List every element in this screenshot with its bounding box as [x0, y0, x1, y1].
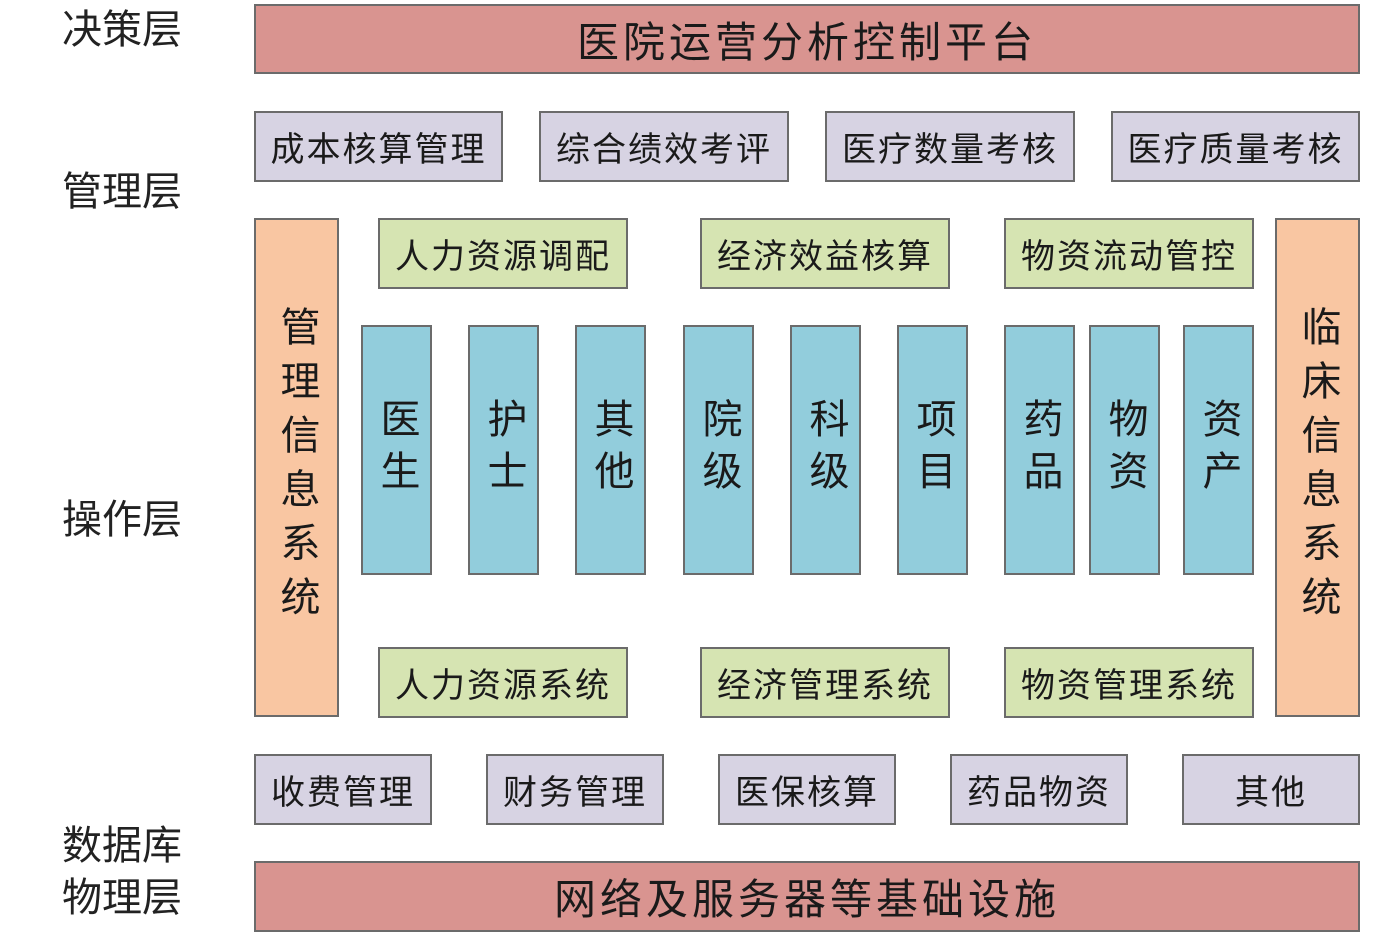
database-box-label: 药品物资 [967, 773, 1111, 813]
bottom-platform-box: 网络及服务器等基础设施 [254, 861, 1360, 932]
column-box: 其他 [575, 325, 646, 575]
bottom-green-box: 人力资源系统 [378, 647, 628, 718]
top-green-label: 经济效益核算 [717, 237, 933, 277]
column-box: 物资 [1089, 325, 1160, 575]
column-box: 院级 [683, 325, 754, 575]
management-box-label: 医疗数量考核 [842, 130, 1058, 170]
column-label: 资产 [1195, 398, 1242, 502]
database-box: 药品物资 [950, 754, 1128, 825]
database-box-label: 其他 [1235, 773, 1307, 813]
layer-label-physical: 物理层 [62, 875, 182, 921]
bottom-platform-label: 网络及服务器等基础设施 [553, 875, 1060, 924]
top-green-box: 经济效益核算 [700, 218, 950, 289]
column-box: 项目 [897, 325, 968, 575]
database-box-label: 收费管理 [271, 773, 415, 813]
column-label: 物资 [1101, 398, 1148, 502]
database-box: 收费管理 [254, 754, 432, 825]
database-box: 医保核算 [718, 754, 896, 825]
top-platform-box: 医院运营分析控制平台 [254, 4, 1360, 74]
column-label: 院级 [695, 398, 742, 502]
right-system-label: 临床信息系统 [1294, 305, 1341, 630]
column-label: 其他 [587, 398, 634, 502]
database-box: 其他 [1182, 754, 1360, 825]
column-box: 资产 [1183, 325, 1254, 575]
column-box: 药品 [1004, 325, 1075, 575]
right-system-box: 临床信息系统 [1275, 218, 1360, 717]
bottom-green-label: 经济管理系统 [717, 666, 933, 706]
layer-label-operation: 操作层 [62, 497, 182, 543]
column-label: 药品 [1016, 398, 1063, 502]
layer-label-management: 管理层 [62, 169, 182, 215]
column-box: 科级 [790, 325, 861, 575]
management-box: 成本核算管理 [254, 111, 503, 182]
bottom-green-label: 物资管理系统 [1021, 666, 1237, 706]
management-box-label: 医疗质量考核 [1127, 130, 1344, 170]
column-label: 科级 [802, 398, 849, 502]
bottom-green-box: 经济管理系统 [700, 647, 950, 718]
top-green-box: 物资流动管控 [1004, 218, 1254, 289]
management-box-label: 综合绩效考评 [556, 130, 772, 170]
top-green-label: 物资流动管控 [1021, 237, 1237, 277]
bottom-green-box: 物资管理系统 [1004, 647, 1254, 718]
left-system-label: 管理信息系统 [273, 305, 320, 630]
column-label: 护士 [480, 398, 527, 502]
management-box-label: 成本核算管理 [270, 130, 487, 170]
column-label: 医生 [373, 398, 420, 502]
database-box-label: 医保核算 [735, 773, 879, 813]
layer-label-decision: 决策层 [62, 7, 182, 53]
top-green-label: 人力资源调配 [395, 237, 611, 277]
management-box: 医疗质量考核 [1111, 111, 1360, 182]
column-label: 项目 [909, 398, 956, 502]
management-box: 医疗数量考核 [825, 111, 1075, 182]
management-box: 综合绩效考评 [539, 111, 789, 182]
bottom-green-label: 人力资源系统 [395, 666, 611, 706]
top-platform-label: 医院运营分析控制平台 [576, 17, 1037, 67]
top-green-box: 人力资源调配 [378, 218, 628, 289]
column-box: 护士 [468, 325, 539, 575]
database-box-label: 财务管理 [503, 773, 647, 813]
left-system-box: 管理信息系统 [254, 218, 339, 717]
column-box: 医生 [361, 325, 432, 575]
database-box: 财务管理 [486, 754, 664, 825]
layer-label-database: 数据库 [62, 823, 182, 869]
